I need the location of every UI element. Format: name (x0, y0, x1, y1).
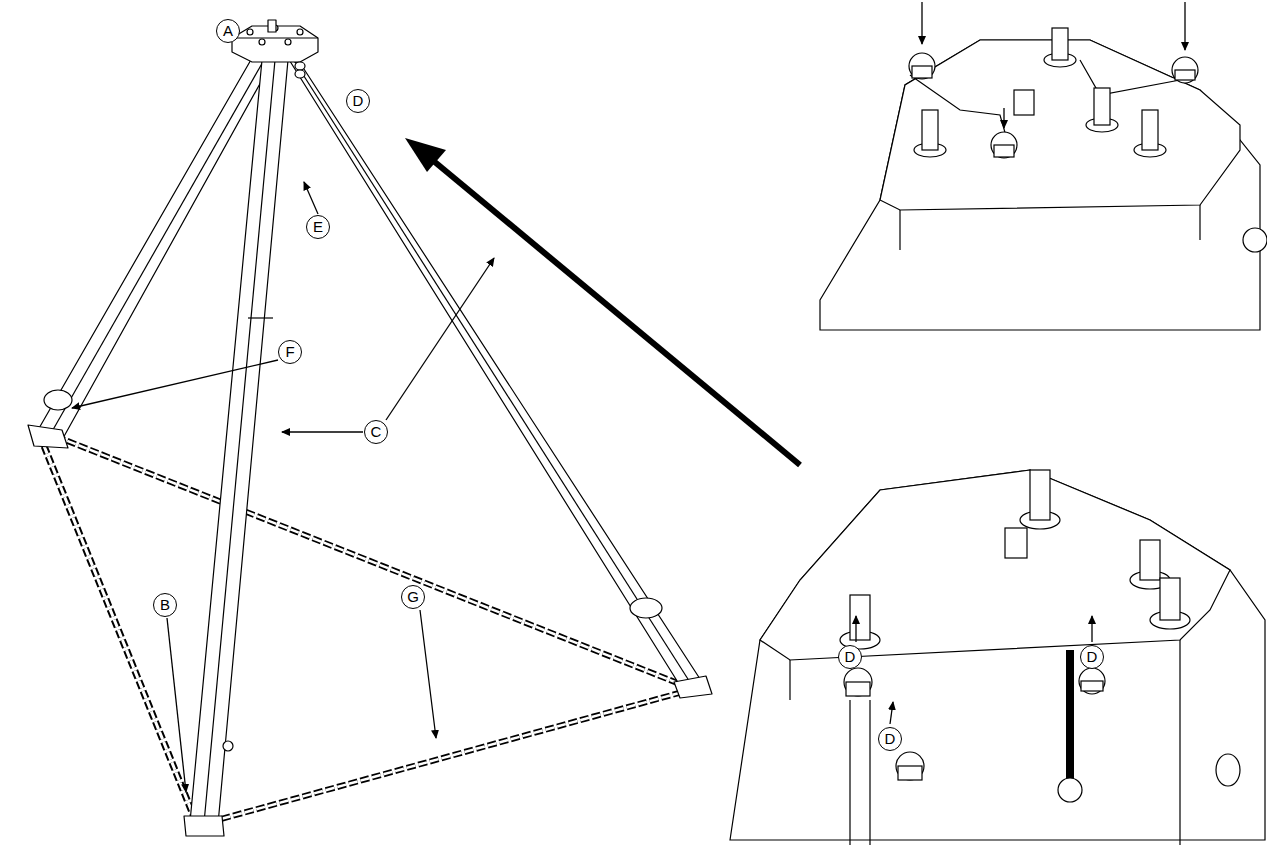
callout-letter: D (1080, 645, 1104, 669)
callout-letter: D (838, 645, 862, 669)
tripod-leg (288, 58, 702, 692)
head-detail-top (820, 28, 1267, 330)
callout-letter: G (401, 585, 425, 609)
tripod-leg (190, 60, 288, 824)
callout-letter: D (878, 727, 902, 751)
callout-letter: F (278, 340, 302, 364)
chain (40, 432, 690, 822)
callout-letter: A (216, 19, 240, 43)
head-detail-bottom (730, 470, 1265, 845)
callout-letter: B (153, 593, 177, 617)
callout-letter: D (346, 89, 370, 113)
callout-letter: E (306, 215, 330, 239)
callout-letter: C (364, 420, 388, 444)
